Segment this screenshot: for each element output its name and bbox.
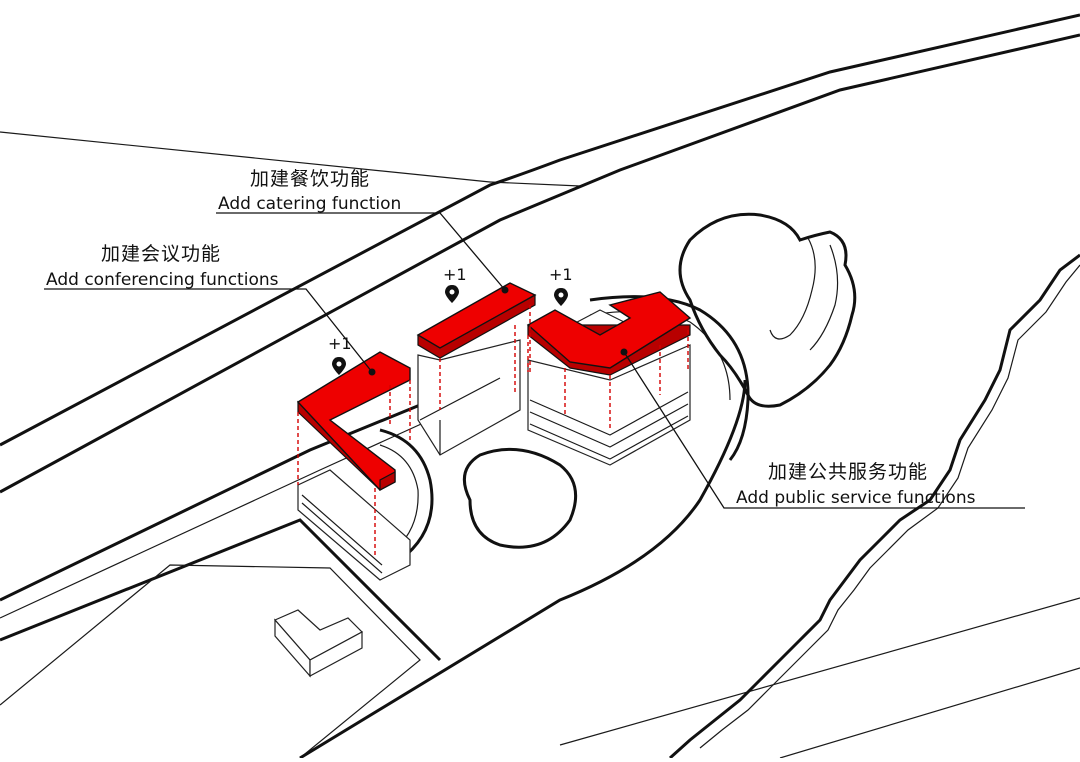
label-conferencing-english: Add conferencing functions bbox=[46, 270, 279, 290]
increment-public-service: +1 bbox=[549, 265, 573, 284]
river-edge bbox=[668, 253, 1080, 760]
label-public-service: 加建公共服务功能 Add public service functions bbox=[736, 461, 976, 508]
ground-lines bbox=[0, 131, 1080, 759]
location-pin-icon bbox=[554, 288, 568, 306]
leader-dot-public-service bbox=[620, 348, 628, 356]
label-public-service-english: Add public service functions bbox=[736, 488, 976, 508]
leader-dot-conferencing bbox=[368, 368, 376, 376]
label-catering: 加建餐饮功能 Add catering function bbox=[218, 168, 401, 214]
existing-buildings bbox=[297, 309, 691, 581]
label-catering-chinese: 加建餐饮功能 bbox=[250, 168, 370, 190]
increment-catering: +1 bbox=[443, 265, 467, 284]
label-conferencing-chinese: 加建会议功能 bbox=[101, 243, 221, 265]
landscape-vegetation bbox=[678, 212, 857, 408]
outbuilding-l-block bbox=[274, 609, 363, 678]
location-pin-icons bbox=[332, 285, 568, 375]
location-pin-icon bbox=[445, 285, 459, 303]
leader-lines bbox=[44, 212, 1025, 509]
leader-dot-catering bbox=[501, 286, 509, 294]
addition-conferencing bbox=[296, 351, 411, 491]
addition-catering bbox=[416, 282, 537, 359]
location-pin-icon bbox=[332, 357, 346, 375]
label-catering-english: Add catering function bbox=[218, 194, 401, 214]
main-road bbox=[0, 13, 1080, 494]
projection-lines bbox=[297, 305, 689, 555]
building-additions bbox=[296, 282, 692, 491]
label-conferencing: 加建会议功能 Add conferencing functions bbox=[46, 243, 279, 290]
lower-road bbox=[0, 348, 747, 760]
label-public-service-chinese: 加建公共服务功能 bbox=[768, 461, 928, 483]
increment-labels: +1 +1 +1 bbox=[328, 265, 573, 353]
increment-conferencing: +1 bbox=[328, 334, 352, 353]
